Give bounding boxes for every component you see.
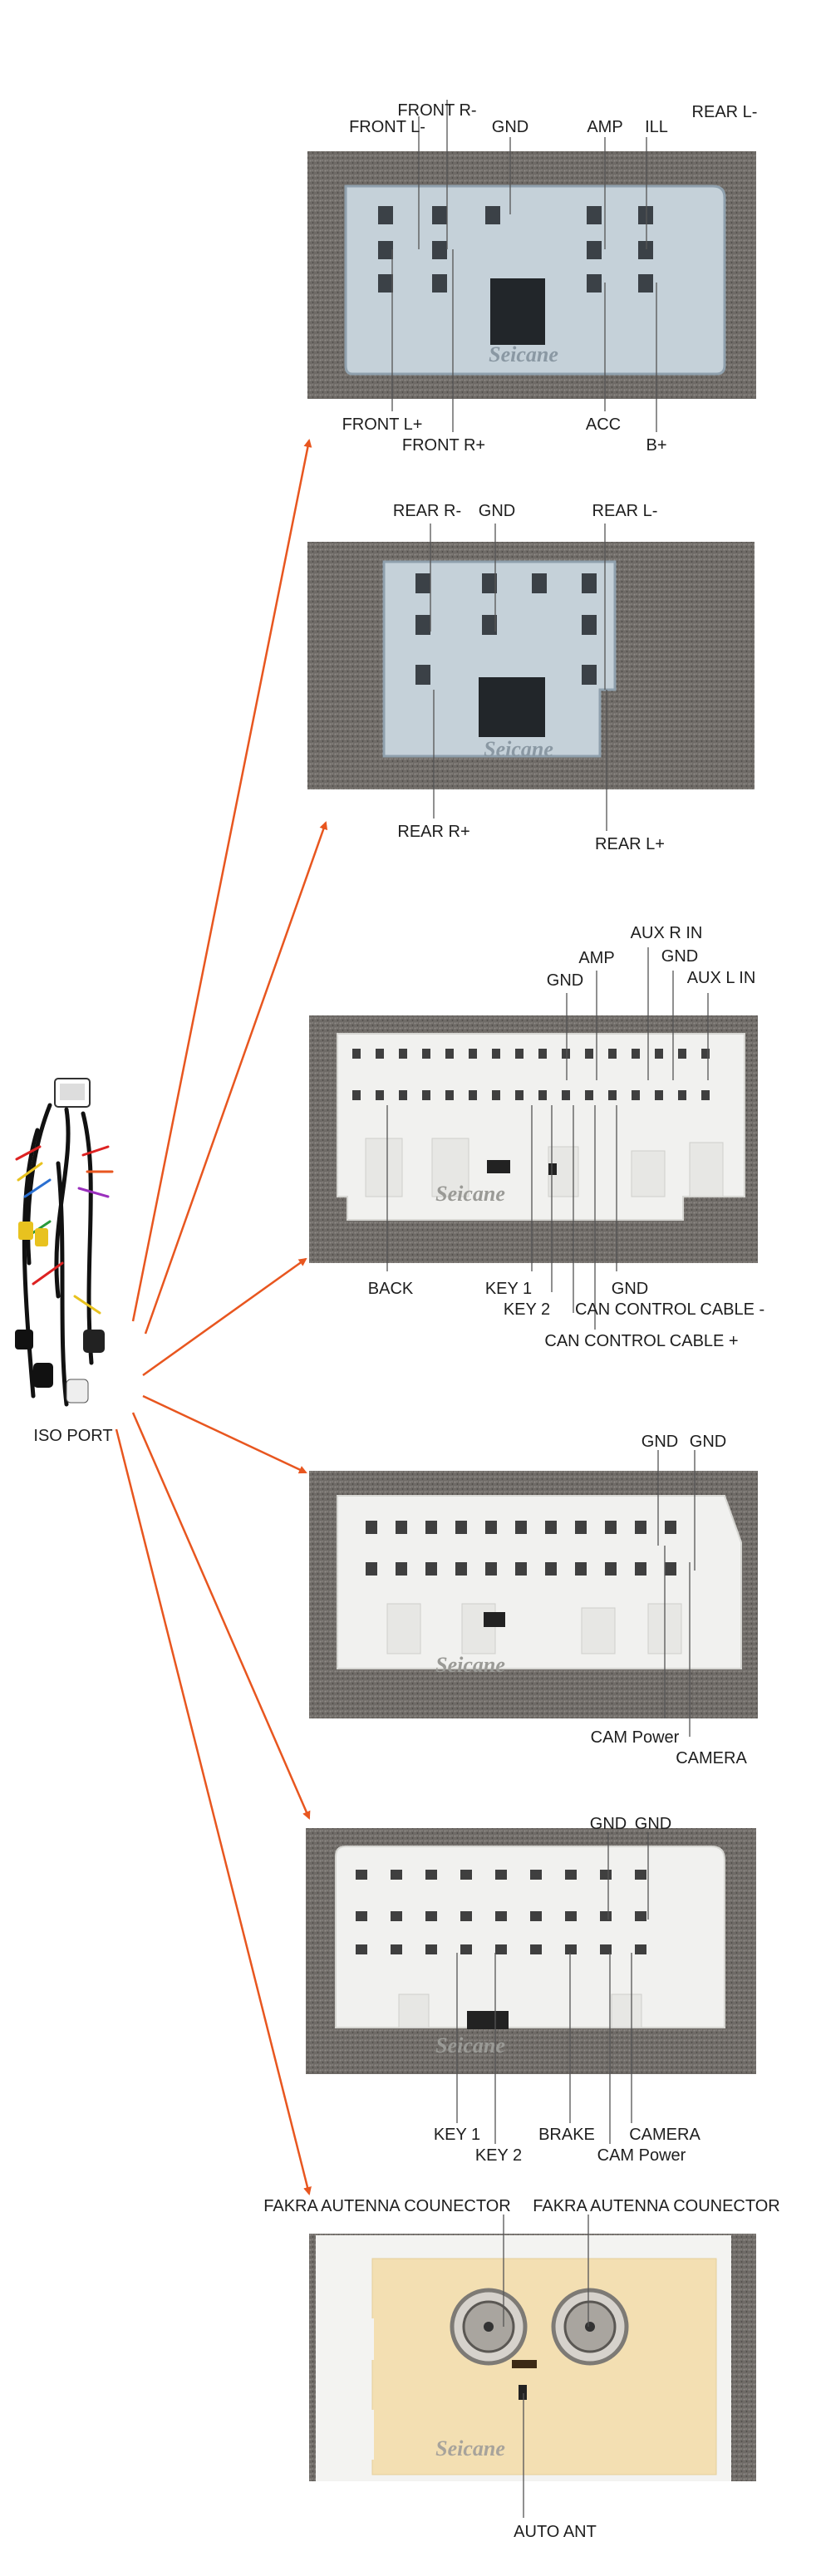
label-acc: ACC <box>585 415 622 434</box>
brand-watermark: Seicane <box>435 1182 505 1206</box>
connector-2: Seicane <box>307 524 755 831</box>
label-gnd-bottom: GND <box>611 1280 649 1298</box>
label-gnd-2: GND <box>634 1815 672 1833</box>
connector-6: Seicane <box>309 2215 756 2518</box>
label-key-2: KEY 2 <box>474 2146 523 2165</box>
label-rear-l-plus: REAR L+ <box>595 835 665 853</box>
label-aux-l-in: AUX L IN <box>686 969 756 987</box>
label-camera: CAMERA <box>629 2126 700 2144</box>
connector-1: Seicane <box>307 100 756 432</box>
label-cam-power: CAM Power <box>590 1728 680 1747</box>
label-can-control-cable-plus: CAN CONTROL CABLE + <box>544 1332 739 1350</box>
label-can-control-cable-minus: CAN CONTROL CABLE - <box>575 1300 765 1319</box>
label-auto-ant: AUTO ANT <box>514 2523 597 2541</box>
brand-watermark: Seicane <box>435 2033 505 2057</box>
label-fakra-connector-left: FAKRA AUTENNA COUNECTOR <box>263 2197 511 2215</box>
connector-5: Seicane <box>306 1828 756 2144</box>
label-aux-r-in: AUX R IN <box>630 924 703 942</box>
label-camera: CAMERA <box>676 1749 747 1767</box>
connector-3: Seicane <box>309 947 758 1330</box>
brand-watermark: Seicane <box>435 1653 505 1677</box>
label-ill: ILL <box>645 118 668 136</box>
label-brake: BRAKE <box>538 2126 595 2144</box>
label-rear-l-minus: REAR L- <box>592 502 658 520</box>
label-front-r-plus: FRONT R+ <box>401 436 486 455</box>
label-amp: AMP <box>587 118 623 136</box>
label-key-1: KEY 1 <box>433 2126 481 2144</box>
label-gnd: GND <box>589 1815 627 1833</box>
label-key-2: KEY 2 <box>503 1300 551 1319</box>
label-rear-r-plus: REAR R+ <box>397 823 470 841</box>
label-front-r-minus: FRONT R- <box>397 101 477 120</box>
brand-watermark: Seicane <box>484 737 553 761</box>
label-gnd: GND <box>478 502 516 520</box>
label-amp: AMP <box>578 949 615 967</box>
brand-watermark: Seicane <box>489 342 558 366</box>
label-gnd-2: GND <box>661 947 699 966</box>
iso-port-harness <box>15 1078 114 1407</box>
label-front-l-minus: FRONT L- <box>349 118 425 136</box>
label-gnd: GND <box>641 1433 679 1451</box>
iso-port-label: ISO PORT <box>33 1427 113 1445</box>
label-gnd: GND <box>546 971 584 990</box>
arrows <box>115 439 328 2195</box>
label-rear-l-minus: REAR L- <box>691 103 758 121</box>
connector-4: Seicane <box>309 1450 758 1737</box>
label-gnd-2: GND <box>689 1433 727 1451</box>
label-b-plus: B+ <box>646 436 667 455</box>
label-key-1: KEY 1 <box>484 1280 533 1298</box>
label-rear-r-minus: REAR R- <box>392 502 462 520</box>
label-cam-power: CAM Power <box>597 2146 686 2165</box>
brand-watermark: Seicane <box>435 2436 505 2460</box>
label-front-l-plus: FRONT L+ <box>342 415 423 434</box>
label-back: BACK <box>367 1280 414 1298</box>
label-fakra-connector-right: FAKRA AUTENNA COUNECTOR <box>533 2197 780 2215</box>
label-gnd: GND <box>491 118 529 136</box>
